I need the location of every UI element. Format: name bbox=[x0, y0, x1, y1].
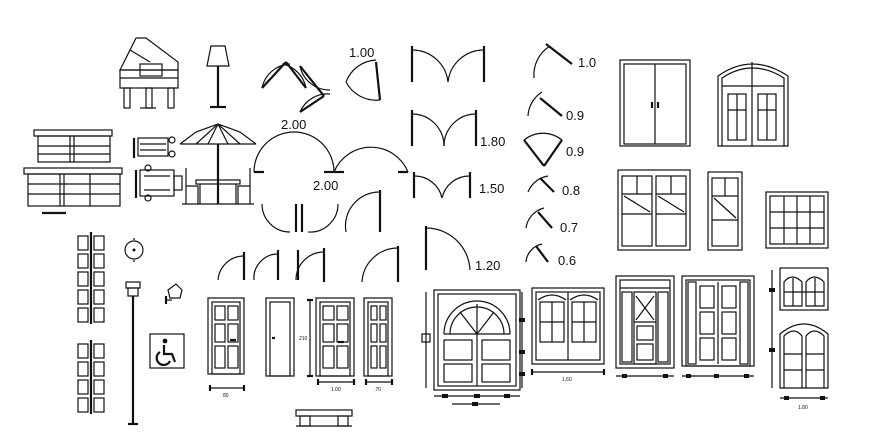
glazed-double-door-left bbox=[617, 169, 691, 251]
swing-symbol-06: 0.6 bbox=[525, 243, 576, 268]
dim-d1: 80 bbox=[223, 393, 229, 399]
patio-umbrella-table-set bbox=[179, 123, 257, 205]
glazed-single-door bbox=[707, 171, 743, 251]
stacked-seating-column-top bbox=[77, 232, 105, 324]
label-swing-100: 1.00 bbox=[349, 45, 374, 60]
sidelight-entrance-door bbox=[615, 275, 675, 378]
narrow-panel-door: .70 bbox=[363, 297, 394, 393]
label-fan-09a: 0.9 bbox=[566, 108, 584, 123]
wheelchair-plan-large bbox=[134, 164, 183, 202]
label-opening-120: 1.20 bbox=[475, 258, 500, 273]
accessibility-sign-icon bbox=[149, 333, 185, 369]
label-opening-180: 1.80 bbox=[480, 134, 505, 149]
reception-counter-bottom bbox=[23, 167, 123, 215]
single-opening-120: 1.20 bbox=[424, 226, 500, 273]
stacked-seating-column-bottom bbox=[77, 340, 105, 414]
panel-door-with-dims: 210 1.00 bbox=[299, 297, 356, 393]
bench-elevation bbox=[295, 409, 353, 427]
panel-double-door-wide bbox=[681, 275, 755, 378]
dim-d5: 1.60 bbox=[562, 377, 572, 383]
swing-symbol-08: 0.8 bbox=[527, 175, 580, 198]
grand-piano-elevation bbox=[119, 37, 179, 109]
swing-symbol-07: 0.7 bbox=[525, 207, 578, 235]
label-double-200-top: 2.00 bbox=[281, 117, 306, 132]
swing-symbol-09b-fan: 0.9 bbox=[523, 132, 584, 167]
round-pedestal-plan bbox=[124, 238, 144, 262]
wall-lantern-icon bbox=[164, 283, 183, 304]
label-fan-09b: 0.9 bbox=[566, 144, 584, 159]
label-fan-10: 1.0 bbox=[578, 55, 596, 70]
arched-window-pair: 1.80 bbox=[769, 267, 829, 411]
double-opening-180: 1.80 bbox=[410, 110, 505, 149]
single-swing-door-lower bbox=[344, 190, 382, 233]
dim-d3: 1.00 bbox=[331, 387, 341, 393]
arched-french-door-elevation bbox=[717, 62, 789, 147]
double-opening-150: 1.50 bbox=[412, 172, 504, 199]
wheelchair-plan-small bbox=[132, 136, 176, 158]
swing-symbol-09a: 0.9 bbox=[527, 91, 584, 123]
six-panel-door-elevation: 80 bbox=[207, 297, 246, 399]
single-swing-door-100: 1.00 bbox=[345, 45, 382, 101]
label-opening-150: 1.50 bbox=[479, 181, 504, 196]
double-door-plain-elevation bbox=[619, 59, 691, 147]
dim-d6: 1.80 bbox=[798, 405, 808, 411]
double-swing-door-plan-2 bbox=[299, 65, 331, 113]
window-grid-elevation bbox=[765, 191, 829, 249]
double-arc-door-200: 2.00 bbox=[253, 117, 409, 174]
label-fan-07: 0.7 bbox=[560, 220, 578, 235]
double-swing-door-200-lower: 2.00 bbox=[261, 178, 339, 233]
floor-lamp-elevation bbox=[206, 45, 230, 109]
dim-d2: 210 bbox=[299, 336, 308, 342]
small-swing-doors-row bbox=[217, 246, 400, 283]
street-lamp-elevation bbox=[125, 281, 141, 426]
dim-d4: .70 bbox=[374, 387, 381, 393]
glazed-double-door-lower: 1.60 bbox=[530, 287, 606, 383]
swing-symbol-10: 1.0 bbox=[533, 43, 596, 79]
label-fan-08: 0.8 bbox=[562, 183, 580, 198]
double-opening-top bbox=[410, 46, 486, 83]
flush-door-elevation bbox=[265, 297, 295, 377]
label-double-200-bottom: 2.00 bbox=[313, 178, 338, 193]
double-swing-door-plan-1 bbox=[261, 61, 307, 89]
fanlight-entrance-door bbox=[421, 289, 525, 406]
reception-counter-top bbox=[33, 129, 113, 163]
label-fan-06: 0.6 bbox=[558, 253, 576, 268]
